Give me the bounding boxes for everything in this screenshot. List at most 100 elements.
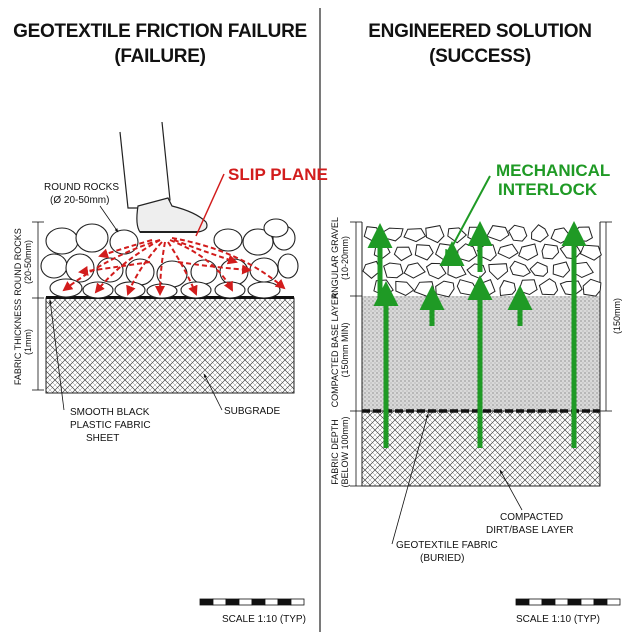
gravel-piece	[457, 243, 478, 262]
round-rock	[247, 281, 281, 299]
left-panel: GEOTEXTILE FRICTION FAILURE (FAILURE) SL…	[13, 21, 328, 625]
interlock-leader	[445, 175, 491, 260]
gravel-piece	[382, 227, 404, 242]
round-rock	[45, 227, 79, 255]
right-title-line1: ENGINEERED SOLUTION	[368, 21, 591, 42]
left-subgrade	[45, 297, 295, 394]
gravel-piece	[552, 261, 571, 278]
scale-segment	[290, 598, 305, 606]
gravel-piece	[467, 226, 488, 242]
side-label-depth-size: (BELOW 100mm)	[340, 416, 350, 487]
gravel-piece	[447, 263, 467, 279]
scale-bar-left	[199, 598, 305, 606]
round-rock	[219, 258, 249, 286]
round-rocks-size-label: (Ø 20-50mm)	[50, 195, 109, 206]
side-label-gravel-size: (10-20mm)	[340, 236, 350, 280]
gravel-piece	[497, 243, 519, 259]
round-rock	[242, 228, 274, 256]
gravel-piece	[529, 261, 549, 277]
round-rock	[180, 281, 212, 299]
gravel-piece	[499, 279, 517, 297]
round-rock	[75, 223, 109, 253]
slip-plane-arrows	[62, 237, 286, 296]
scale-segment	[277, 598, 292, 606]
side-label-fabric-size: (1mm)	[23, 329, 33, 355]
scale-segment	[264, 598, 279, 606]
scale-bar-right	[515, 598, 621, 606]
slip-arrow	[169, 239, 233, 292]
left-title-line1: GEOTEXTILE FRICTION FAILURE	[13, 21, 307, 42]
gravel-piece	[486, 225, 510, 242]
interlock-label-line1: MECHANICAL	[496, 161, 610, 180]
scale-segment	[199, 598, 214, 606]
compacted-label-line2: DIRT/BASE LAYER	[486, 525, 573, 536]
slip-arrow	[173, 239, 238, 265]
scale-segment	[225, 598, 240, 606]
gravel-piece	[541, 243, 560, 260]
scale-segment	[515, 598, 530, 606]
gravel-piece	[538, 278, 559, 296]
round-rock	[249, 257, 279, 283]
gravel-piece	[403, 262, 426, 279]
round-rocks	[40, 218, 299, 299]
gravel-piece	[488, 263, 509, 281]
fabric-label-line1: SMOOTH BLACK	[70, 407, 150, 418]
round-rock	[96, 257, 124, 283]
round-rock	[263, 218, 289, 238]
subgrade-label: SUBGRADE	[224, 406, 280, 417]
scale-segment	[238, 598, 253, 606]
slip-arrow	[78, 261, 151, 276]
gravel-piece	[425, 262, 447, 280]
scale-segment	[567, 598, 582, 606]
right-title-line2: (SUCCESS)	[429, 46, 531, 67]
gravel-piece	[550, 227, 572, 244]
slip-arrow	[126, 241, 163, 296]
slip-arrow	[98, 239, 153, 259]
scale-label-right: SCALE 1:10 (TYP)	[516, 614, 600, 625]
gravel-piece	[456, 279, 478, 296]
side-label-base-size: (150mm MIN)	[340, 322, 350, 377]
compacted-label-line1: COMPACTED	[500, 512, 563, 523]
gravel-piece	[579, 244, 602, 261]
gravel-piece	[393, 246, 413, 262]
gravel-piece	[582, 278, 602, 297]
scale-segment	[606, 598, 621, 606]
right-panel: ENGINEERED SOLUTION (SUCCESS) MECHANICAL…	[330, 21, 622, 625]
scale-label-left: SCALE 1:10 (TYP)	[222, 614, 306, 625]
scale-segment	[593, 598, 608, 606]
fabric-label-line2: PLASTIC FABRIC	[70, 420, 151, 431]
gravel-piece	[559, 244, 582, 260]
side-label-rocks-size: (20-50mm)	[23, 240, 33, 284]
gravel-piece	[403, 228, 427, 243]
geotextile-label-line1: GEOTEXTILE FABRIC	[396, 540, 498, 551]
gravel-piece	[435, 280, 455, 298]
round-rock	[146, 283, 178, 299]
dim-right-label: (150mm)	[612, 298, 622, 334]
side-label-fabric: FABRIC THICKNESS	[13, 299, 23, 385]
side-label-rocks: ROUND ROCKS	[13, 228, 23, 296]
round-rock	[214, 281, 246, 299]
slip-arrow	[62, 239, 161, 292]
gravel-piece	[383, 262, 404, 279]
gravel-piece	[573, 226, 594, 242]
gravel-piece	[425, 225, 445, 244]
interlock-label-line2: INTERLOCK	[498, 180, 598, 199]
round-rocks-label: ROUND ROCKS	[44, 182, 119, 193]
round-rock	[109, 229, 139, 255]
scale-segment	[541, 598, 556, 606]
gravel-piece	[466, 263, 487, 279]
subgrade-leader	[203, 373, 223, 411]
compacted-leader	[499, 469, 523, 511]
scale-segment	[528, 598, 543, 606]
side-label-gravel: ANGULAR GRAVEL	[330, 217, 340, 299]
gravel-piece	[509, 260, 531, 277]
fabric-label-line3: SHEET	[86, 433, 119, 444]
scale-segment	[554, 598, 569, 606]
scale-segment	[580, 598, 595, 606]
gravel-piece	[530, 224, 549, 243]
gravel-piece	[559, 280, 583, 296]
round-rock	[40, 253, 68, 279]
slip-plane-label: SLIP PLANE	[228, 165, 328, 184]
gravel-piece	[362, 260, 382, 279]
side-label-base: COMPACTED BASE LAYER	[330, 292, 340, 407]
